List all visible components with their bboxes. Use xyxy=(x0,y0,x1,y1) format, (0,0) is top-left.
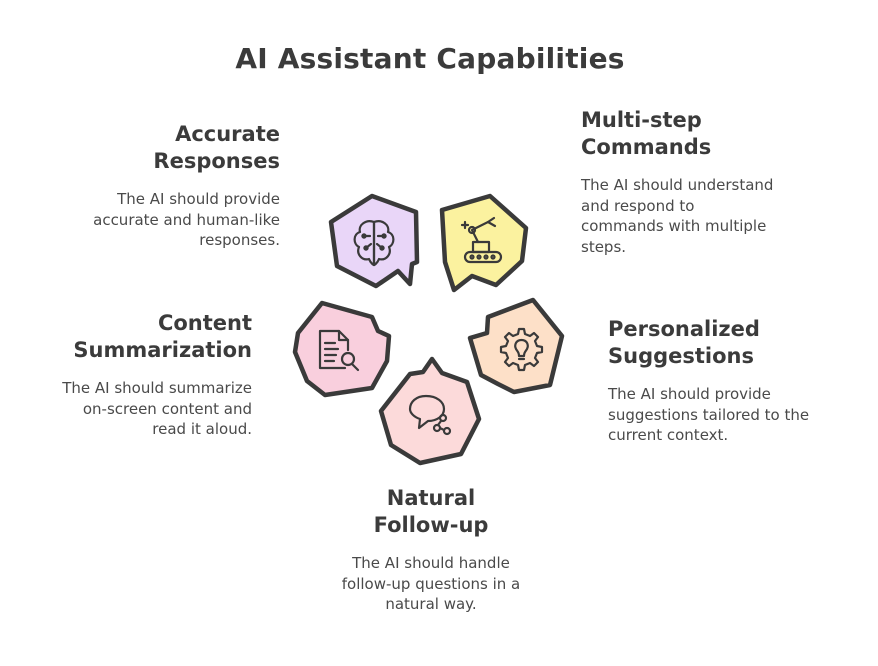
capability-accurate-responses: Accurate Responses The AI should provide… xyxy=(60,121,280,251)
capability-title: Content Summarization xyxy=(73,311,252,362)
capability-node-multi-step-commands xyxy=(439,193,529,293)
capability-description: The AI should summarize on-screen conten… xyxy=(62,379,252,438)
capability-title: Accurate Responses xyxy=(153,122,280,173)
capability-description: The AI should understand and respond to … xyxy=(581,176,774,256)
capability-title: Multi-step Commands xyxy=(581,108,712,159)
capability-title: Natural Follow-up xyxy=(373,486,489,537)
capability-description: The AI should provide suggestions tailor… xyxy=(608,385,810,444)
capability-node-content-summarization xyxy=(292,300,392,398)
chat-share-icon xyxy=(408,394,452,436)
diagram-title: AI Assistant Capabilities xyxy=(235,42,625,75)
lightbulb-gear-icon xyxy=(499,327,544,372)
document-search-icon xyxy=(318,329,360,372)
capability-description: The AI should handle follow-up questions… xyxy=(341,554,521,613)
capability-personalized-suggestions: Personalized Suggestions The AI should p… xyxy=(608,316,823,446)
capability-natural-follow-up: Natural Follow-up The AI should handle f… xyxy=(331,485,531,615)
capability-node-natural-follow-up xyxy=(378,356,482,466)
capability-node-personalized-suggestions xyxy=(467,297,565,395)
node-shape xyxy=(378,356,482,466)
capability-multi-step-commands: Multi-step Commands The AI should unders… xyxy=(581,107,781,257)
capability-content-summarization: Content Summarization The AI should summ… xyxy=(52,310,252,440)
node-shape xyxy=(292,300,392,398)
capability-description: The AI should provide accurate and human… xyxy=(93,190,280,249)
brain-icon xyxy=(353,220,395,267)
capability-node-accurate-responses xyxy=(328,193,420,289)
capability-title: Personalized Suggestions xyxy=(608,317,760,368)
robot-arm-icon xyxy=(460,216,503,264)
